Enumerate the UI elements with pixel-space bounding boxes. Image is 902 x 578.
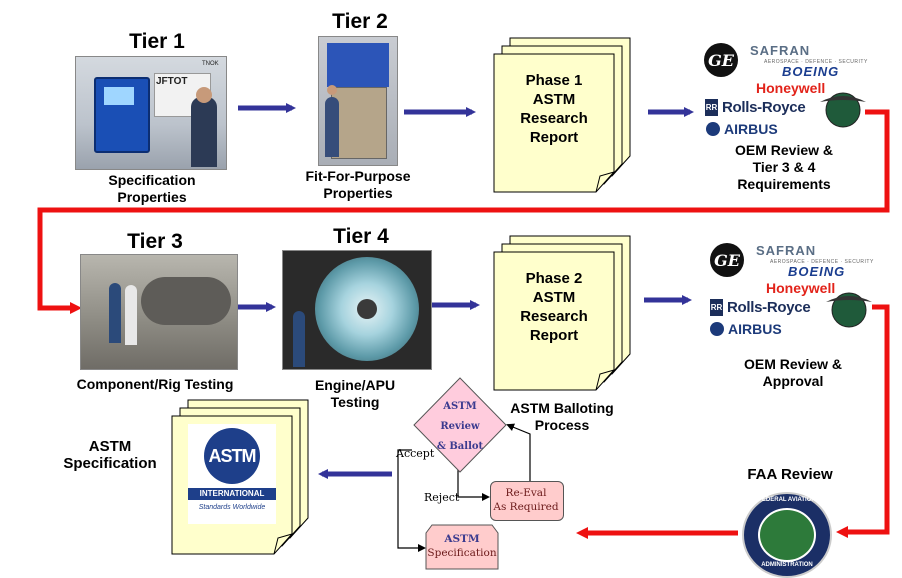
reeval-box (490, 481, 564, 521)
faa-seal-bottom-text: ADMINISTRATION (761, 562, 813, 568)
ballot-diamond (413, 377, 507, 473)
faa-seal: FEDERAL AVIATION ADMINISTRATION (742, 492, 832, 578)
astm-spec-label-line2: Specification (63, 455, 157, 472)
reeval-line2: As Required (493, 501, 559, 513)
reject-label: Reject (424, 491, 460, 504)
tier4-photo (282, 250, 432, 370)
oem-logos-2: GE SAFRAN AEROSPACE · DEFENCE · SECURITY… (700, 240, 875, 340)
faa-review-label: FAA Review (747, 466, 833, 483)
phase2-report-title: Phase 2 ASTM Research Report (500, 269, 608, 345)
airbus-icon-2 (710, 322, 724, 336)
airbus-logo-2: AIRBUS (728, 321, 782, 337)
tnok-tag: TNOK (202, 61, 219, 67)
rolls-royce-logo: Rolls-Royce (722, 99, 806, 116)
eagle-emblem-icon-2 (826, 292, 872, 328)
ballot-accept-line (397, 449, 426, 552)
phase2-line3: Research (520, 308, 588, 325)
oem-review-2-line2: Approval (762, 373, 824, 389)
faa-seal-top-text: FEDERAL AVIATION (758, 497, 816, 503)
rolls-royce-mark-2: RR (710, 299, 723, 316)
diamond-line2: Review (440, 421, 480, 432)
phase1-line3: Research (520, 110, 588, 127)
tier3-title: Tier 3 (127, 230, 183, 253)
accept-label: Accept (396, 447, 435, 460)
oem-review-1-line3: Requirements (737, 176, 831, 192)
oem-logos-1: GE SAFRAN AEROSPACE · DEFENCE · SECURITY… (700, 40, 870, 140)
tier1-photo: JFTOT TNOK (75, 56, 227, 170)
ge-logo: GE (704, 43, 738, 77)
phase1-line2: ASTM (532, 91, 576, 108)
astm-logo-mark: ASTM (204, 428, 260, 484)
phase1-report-stack (493, 37, 631, 193)
phase2-line1: Phase 2 (525, 270, 583, 287)
astm-logo: ASTM INTERNATIONAL Standards Worldwide (188, 424, 276, 524)
tier4-caption-line1: Engine/APU (314, 377, 396, 393)
tier4-caption-line2: Testing (330, 394, 380, 410)
ge-logo-2: GE (710, 243, 744, 277)
astm-spec-label-line1: ASTM (88, 438, 132, 455)
phase2-line4: Report (529, 327, 579, 344)
phase2-line2: ASTM (532, 289, 576, 306)
oem-review-1-line1: OEM Review & (734, 142, 834, 158)
oem-review-1-line2: Tier 3 & 4 (752, 159, 816, 175)
tier2-caption: Fit-For-Purpose Properties (278, 168, 438, 202)
phase1-report-title: Phase 1 ASTM Research Report (500, 71, 608, 147)
reeval-line1: Re-Eval (505, 487, 547, 499)
phase1-line4: Report (529, 129, 579, 146)
tier2-title: Tier 2 (332, 10, 388, 33)
safran-tagline: AEROSPACE · DEFENCE · SECURITY (764, 59, 868, 65)
balloting-title-line1: ASTM Balloting (510, 400, 614, 416)
tier1-caption: Specification Properties (82, 172, 222, 206)
honeywell-logo: Honeywell (756, 80, 826, 96)
astm-spec-label: ASTM Specification (60, 438, 160, 472)
oem-review-2-line1: OEM Review & (743, 356, 843, 372)
airbus-icon (706, 122, 720, 136)
tier2-caption-line2: Properties (323, 185, 393, 201)
honeywell-logo-2: Honeywell (766, 280, 836, 296)
red-connector-oem-to-tier3 (37, 109, 890, 314)
tier3-caption: Component/Rig Testing (76, 376, 234, 392)
oem-review-1-caption: OEM Review & Tier 3 & 4 Requirements (716, 142, 852, 193)
red-connector-oem-to-faa (836, 304, 890, 538)
tier1-caption-line1: Specification (108, 172, 196, 188)
tier4-title: Tier 4 (333, 225, 389, 248)
spec-box-line2: Specification (427, 547, 497, 559)
ballot-reeval-return (506, 423, 531, 490)
rolls-royce-logo-2: Rolls-Royce (727, 299, 811, 316)
reeval-label: Re-Eval As Required (490, 486, 562, 514)
tier4-caption: Engine/APU Testing (290, 377, 420, 411)
tier1-title: Tier 1 (129, 30, 185, 53)
astm-logo-tagline: Standards Worldwide (198, 504, 266, 511)
diamond-line3: & Ballot (436, 441, 484, 452)
tier1-caption-line2: Properties (117, 189, 187, 205)
diamond-line1: ASTM (443, 401, 477, 412)
safran-logo: SAFRAN (750, 43, 811, 58)
tier3-photo (80, 254, 238, 370)
oem-review-2-caption: OEM Review & Approval (728, 356, 858, 390)
tier2-caption-line1: Fit-For-Purpose (305, 168, 411, 184)
ballot-reject-line (457, 470, 490, 501)
astm-logo-international: INTERNATIONAL (188, 488, 276, 500)
balloting-title-line2: Process (534, 417, 590, 433)
safran-tagline-2: AEROSPACE · DEFENCE · SECURITY (770, 259, 874, 265)
balloting-title: ASTM Balloting Process (502, 400, 622, 434)
phase1-line1: Phase 1 (525, 72, 583, 89)
boeing-logo-2: BOEING (788, 264, 846, 279)
airbus-logo: AIRBUS (724, 121, 778, 137)
tier2-photo (318, 36, 398, 166)
phase2-report-stack (493, 235, 631, 391)
spec-box-line1: ASTM (444, 533, 480, 545)
astm-spec-box (425, 524, 499, 570)
safran-logo-2: SAFRAN (756, 243, 817, 258)
rolls-royce-mark: RR (705, 99, 718, 116)
eagle-emblem-icon (820, 92, 866, 128)
faa-seal-globe-icon (758, 508, 816, 562)
astm-spec-box-label: ASTM Specification (424, 532, 500, 560)
ballot-diamond-label: ASTM Review & Ballot (425, 397, 495, 457)
boeing-logo: BOEING (782, 64, 840, 79)
jftot-label: JFTOT (156, 76, 188, 87)
